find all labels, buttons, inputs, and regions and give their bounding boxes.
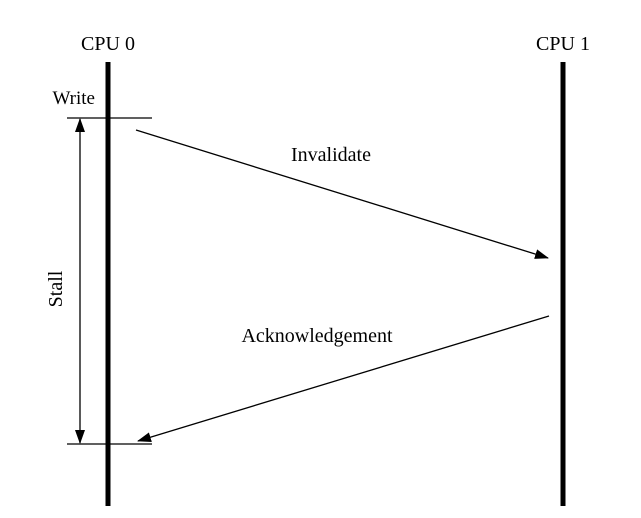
invalidate-arrow [135,129,549,259]
acknowledgement-arrow [137,315,550,443]
write-label: Write [53,88,96,109]
cpu1-label: CPU 1 [536,33,590,55]
acknowledgement-label: Acknowledgement [241,325,393,347]
stall-label: Stall [45,270,67,307]
invalidate-label: Invalidate [291,144,371,166]
cpu0-label: CPU 0 [81,33,135,55]
